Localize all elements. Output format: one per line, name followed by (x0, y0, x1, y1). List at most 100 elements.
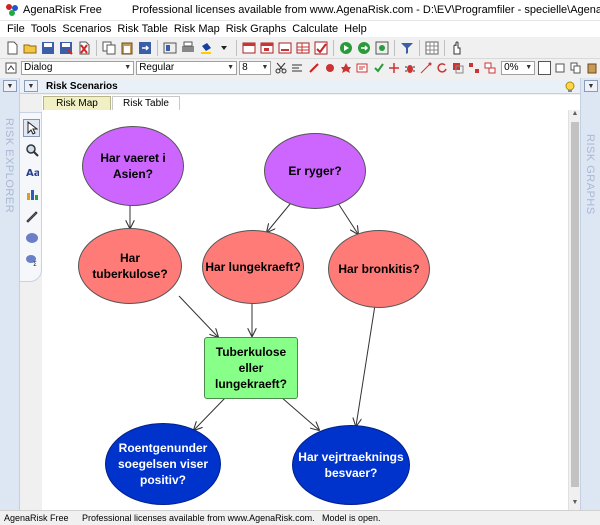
shape-button[interactable] (339, 60, 353, 76)
node-colour-button[interactable] (403, 60, 417, 76)
toolbar-separator (333, 39, 334, 56)
tab-risk-map[interactable]: Risk Map (43, 96, 111, 110)
shadow-button[interactable] (451, 60, 465, 76)
menu-file[interactable]: File (7, 23, 25, 35)
text-format-button[interactable] (355, 60, 369, 76)
save-model-button[interactable] (40, 40, 56, 56)
scenarios-collapse-button[interactable]: ▼ (24, 80, 38, 92)
risk-scenarios-header[interactable]: ▼ Risk Scenarios (20, 80, 580, 94)
map-view-button[interactable] (4, 60, 18, 76)
menu-tools[interactable]: Tools (30, 23, 57, 35)
add-node-button[interactable] (241, 40, 257, 56)
node-xray[interactable]: Roentgenunder soegelsen viser positiv? (105, 423, 221, 505)
import-button[interactable] (162, 40, 178, 56)
filter-icon (401, 42, 413, 54)
lightbulb-icon[interactable] (564, 81, 576, 93)
paste-button[interactable] (119, 40, 135, 56)
edge-colour-button[interactable] (419, 60, 433, 76)
cascade-button[interactable] (483, 60, 497, 76)
format-dropdown-button[interactable] (216, 40, 232, 56)
risk-scenarios-title: Risk Scenarios (46, 81, 118, 92)
node-smoke[interactable]: Er ryger? (264, 133, 366, 209)
edge-either-dysp[interactable] (280, 396, 319, 430)
menu-help[interactable]: Help (344, 23, 367, 35)
help-button[interactable] (449, 40, 465, 56)
line-style-button[interactable] (307, 60, 321, 76)
link-tool-button[interactable] (23, 207, 40, 225)
edge-either-xray[interactable] (194, 396, 227, 430)
link-networks-button[interactable] (277, 40, 293, 56)
menu-risk-map[interactable]: Risk Map (173, 23, 220, 35)
new-model-button[interactable] (4, 40, 20, 56)
rotate-icon (437, 62, 447, 73)
paste-icon (121, 42, 133, 54)
clear-format-button[interactable] (553, 60, 567, 76)
menu-risk-graphs[interactable]: Risk Graphs (225, 23, 287, 35)
edge-bronc-dysp[interactable] (356, 304, 376, 426)
copy-button[interactable] (101, 40, 117, 56)
print-button[interactable] (180, 40, 196, 56)
edge-smoke-bronc[interactable] (335, 199, 358, 234)
table-window-icon (296, 42, 310, 53)
compile-button[interactable] (374, 40, 390, 56)
select-tool-button[interactable] (23, 119, 40, 137)
calculate-button[interactable] (338, 40, 354, 56)
node-smoke-label: Er ryger? (288, 164, 342, 178)
node-tool-button[interactable] (23, 229, 40, 247)
cut-button[interactable] (274, 60, 288, 76)
menu-scenarios[interactable]: Scenarios (62, 23, 112, 35)
rotate-button[interactable] (435, 60, 449, 76)
zoom-tool-button[interactable] (23, 141, 40, 159)
grid-button[interactable] (424, 40, 440, 56)
risk-explorer-panel[interactable]: ▼ RISK EXPLORER (0, 78, 20, 510)
paste-format-button[interactable] (585, 60, 599, 76)
align-button[interactable] (290, 60, 304, 76)
text-format-icon (356, 63, 368, 72)
bold-button[interactable] (371, 60, 385, 76)
filter-button[interactable] (399, 40, 415, 56)
tile-button[interactable] (467, 60, 481, 76)
font-size-select[interactable]: 8 ▼ (239, 60, 272, 75)
text-tool-button[interactable]: Aa (23, 163, 40, 181)
graphs-collapse-button[interactable]: ▼ (584, 80, 598, 92)
export-button[interactable] (137, 40, 153, 56)
shadow-icon (452, 62, 464, 73)
close-model-button[interactable] (76, 40, 92, 56)
scroll-down-arrow[interactable]: ▼ (571, 499, 579, 506)
font-family-select[interactable]: Dialog ▼ (21, 60, 135, 75)
tab-risk-table[interactable]: Risk Table (112, 96, 180, 110)
node-either[interactable]: Tuberkulose eller lungekraeft? (204, 337, 298, 399)
risk-table-button[interactable] (295, 40, 311, 56)
node-dysp[interactable]: Har vejrtraeknings besvaer? (292, 425, 410, 505)
format-button[interactable] (198, 40, 214, 56)
copy-format-button[interactable] (569, 60, 583, 76)
node-asia[interactable]: Har vaeret i Asien? (82, 126, 184, 206)
scroll-up-arrow[interactable]: ▲ (571, 110, 579, 117)
menu-risk-table[interactable]: Risk Table (117, 23, 168, 35)
scrollbar-thumb[interactable] (571, 122, 579, 487)
save-as-button[interactable] (58, 40, 74, 56)
menu-calculate[interactable]: Calculate (292, 23, 339, 35)
risk-graphs-panel[interactable]: ▼ RISK GRAPHS (580, 78, 600, 510)
network-tool-button[interactable]: Σ (23, 251, 40, 269)
canvas-vertical-scrollbar[interactable]: ▲ ▼ (568, 110, 580, 510)
main-toolbar (0, 37, 600, 59)
run-scenario-button[interactable] (356, 40, 372, 56)
fill-colour-swatch[interactable] (538, 60, 551, 75)
check-model-button[interactable] (313, 40, 329, 56)
open-model-button[interactable] (22, 40, 38, 56)
line-style-icon (308, 62, 319, 73)
node-lung[interactable]: Har lungekraeft? (202, 230, 304, 304)
risk-map-canvas[interactable]: Har vaeret i Asien? Er ryger? Har tuberk… (42, 110, 568, 510)
edge-tub-either[interactable] (178, 295, 218, 337)
move-button[interactable] (387, 60, 401, 76)
chart-tool-button[interactable] (23, 185, 40, 203)
font-weight-select[interactable]: Regular ▼ (136, 60, 238, 75)
window-title: Professional licenses available from www… (131, 4, 600, 16)
node-bronc[interactable]: Har bronkitis? (328, 230, 430, 308)
add-network-button[interactable] (259, 40, 275, 56)
node-style-button[interactable] (323, 60, 337, 76)
explorer-collapse-button[interactable]: ▼ (3, 80, 17, 92)
node-tub[interactable]: Har tuberkulose? (78, 228, 182, 304)
zoom-select[interactable]: 0% ▼ (501, 60, 536, 75)
